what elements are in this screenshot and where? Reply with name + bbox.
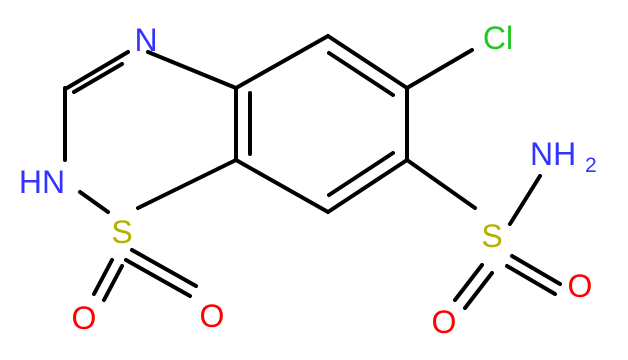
bond-s7-o7a [453,263,484,302]
atom-n4: N [134,22,157,58]
bond-c4a-c5 [234,34,330,90]
bond-c7-s7 [405,158,477,210]
bond-s7-o7a-double [463,271,494,310]
bond-c7-c8-double [327,151,395,197]
bond-n4-c3-double [72,62,124,94]
bond-c5-c6-double [327,51,395,97]
bond-c5-c6 [326,34,409,90]
bond-s1-o1a [92,258,114,296]
bond-n2-s1 [78,190,110,214]
atom-o7a: O [432,304,457,340]
atom-s7: S [481,218,502,254]
bond-s1-o1b [124,258,192,298]
bond-s1-c8a [136,158,238,210]
atom-nh2-subscript: 2 [585,154,597,177]
atom-nh: HN [19,164,65,200]
atom-nh2-main: NH [530,136,576,172]
bond-s7-nh2 [508,174,542,226]
atom-labels: N Cl HN S S O O O O NH 2 [19,20,597,340]
atom-cl: Cl [483,20,513,56]
bonds [63,34,562,310]
bond-s7-o7b-double [505,264,557,296]
atom-o7b: O [568,268,593,304]
bond-s7-o7b [510,254,562,286]
atom-o1a: O [72,300,97,336]
bond-c7-c8 [326,158,409,214]
bond-c6-cl [405,48,474,90]
atom-s1: S [111,214,132,250]
atom-o1b: O [200,298,225,334]
bond-s1-o1a-double [102,264,124,302]
bond-n4-c3 [65,50,130,90]
atom-nh2: NH [530,136,576,172]
bond-s1-o1b-double [130,248,198,288]
bond-c8-c8a [234,158,330,214]
bond-n4-c4a [146,50,238,90]
